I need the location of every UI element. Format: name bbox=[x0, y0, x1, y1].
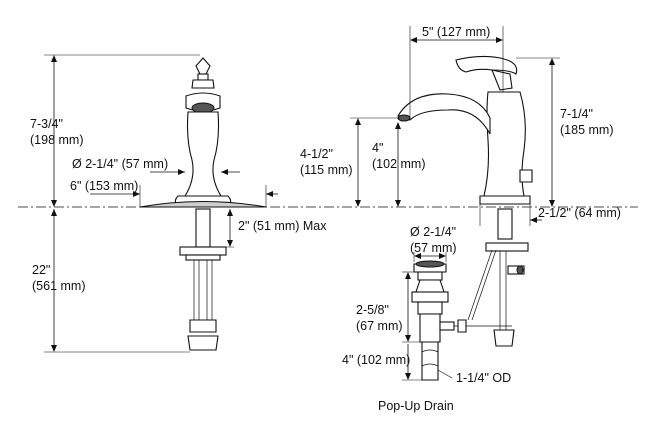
reach-label: 5" (127 mm) bbox=[422, 25, 490, 39]
handle-height-in-label: 7-1/4" bbox=[560, 107, 593, 121]
spout-height-in-label: 4-1/2" bbox=[300, 147, 333, 161]
drain-caption: Pop-Up Drain bbox=[378, 399, 454, 413]
spout-height-mm-label: (115 mm) bbox=[300, 163, 353, 177]
drain-diameter-in-label: Ø 2-1/4" bbox=[410, 225, 456, 239]
base-diameter-label: Ø 2-1/4" (57 mm) bbox=[72, 157, 168, 171]
handle-height-mm-label: (185 mm) bbox=[560, 123, 613, 137]
tailpiece-label: 4" (102 mm) bbox=[342, 353, 410, 367]
side-view-faucet bbox=[397, 55, 533, 347]
overall-height-in-label: 7-3/4" bbox=[30, 117, 63, 131]
drain-body-mm-label: (67 mm) bbox=[356, 319, 403, 333]
below-deck-mm-label: (561 mm) bbox=[32, 279, 85, 293]
tailpiece-od-label: 1-1/4" OD bbox=[456, 371, 511, 385]
pop-up-drain bbox=[411, 260, 512, 381]
right-dimension-lines bbox=[350, 26, 560, 381]
outlet-height-mm-label: (102 mm) bbox=[372, 157, 425, 171]
outlet-height-in-label: 4" bbox=[372, 141, 383, 155]
front-view-faucet bbox=[139, 57, 267, 351]
base-offset-label: 6" (153 mm) bbox=[70, 179, 138, 193]
below-deck-in-label: 22" bbox=[32, 263, 50, 277]
drain-body-in-label: 2-5/8" bbox=[356, 303, 389, 317]
base-depth-label: 2-1/2" (64 mm) bbox=[538, 206, 621, 220]
drain-diameter-mm-label: (57 mm) bbox=[410, 241, 457, 255]
overall-height-mm-label: (198 mm) bbox=[30, 133, 83, 147]
shank-length-label: 2" (51 mm) Max bbox=[238, 219, 327, 233]
left-dimension-lines bbox=[44, 54, 278, 353]
